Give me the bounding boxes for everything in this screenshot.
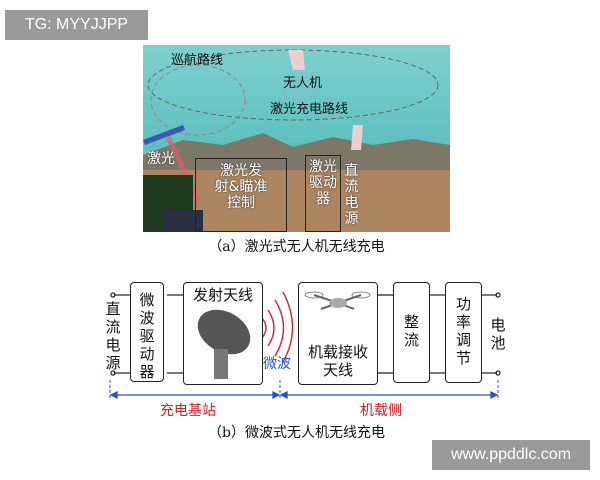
microwave-waves [261, 291, 294, 363]
satellite-dish-icon [197, 309, 251, 379]
rx-antenna-label: 机载接收天线 [308, 343, 369, 379]
caption-a: （a）激光式无人机无线充电 [208, 239, 385, 255]
power-regulation-box: 功率调节 [445, 282, 482, 383]
uav-icon [351, 125, 363, 150]
tx-antenna-label: 发射天线 [192, 286, 253, 304]
laser-charge-route-label: 激光充电路线 [270, 102, 349, 117]
microwave-driver-box: 微波驱动器 [130, 282, 164, 382]
laser-charging-scene: 巡航路线 无人机 激光充电路线 激光 激光发射&瞄准控制 激光驱动器 直流电源 [143, 45, 450, 232]
scene-graphics [143, 49, 450, 232]
base-station-label: 充电基站 [160, 403, 216, 419]
tx-antenna-box: 发射天线 [183, 282, 263, 385]
laser-label: 激光 [147, 151, 175, 167]
range-arrows [109, 390, 499, 400]
onboard-side-label: 机载侧 [360, 403, 402, 419]
battery-label: 电池 [490, 316, 506, 352]
laser-driver-box: 激光驱动器 [305, 155, 341, 232]
rectifier-box: 整流 [393, 282, 430, 383]
ground [143, 170, 450, 232]
dc-source-label-b: 直流电源 [105, 300, 121, 372]
dc-source-label-a: 直流电源 [344, 163, 359, 227]
microwave-label: 微波 [263, 356, 291, 372]
uav-label: 无人机 [283, 76, 323, 91]
caption-b: （b）微波式无人机无线充电 [208, 425, 385, 441]
watermark-top: TG: MYYJJPP [5, 10, 148, 40]
uav-icon [288, 50, 305, 70]
rx-antenna-box: 机载接收天线 [298, 282, 378, 385]
watermark-bottom: www.ppddlc.com [432, 440, 590, 470]
laser-charge-route-path [150, 64, 246, 136]
truck [163, 210, 203, 232]
uav-charging-icon [143, 125, 185, 145]
laser-emit-aim-control-box: 激光发射&瞄准控制 [195, 158, 287, 232]
drone-icon [304, 291, 371, 310]
cruise-route-label: 巡航路线 [171, 53, 224, 68]
